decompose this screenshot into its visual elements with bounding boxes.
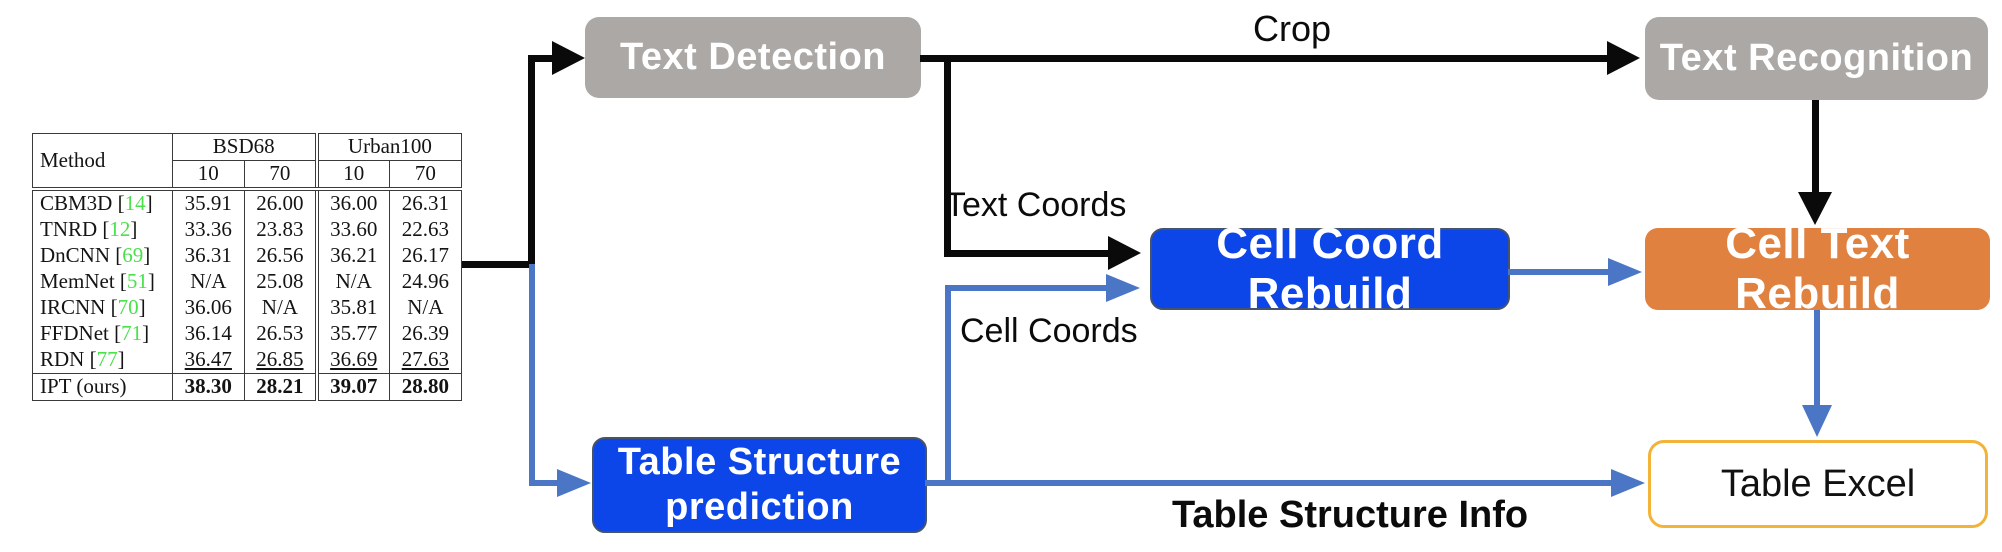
text-detection-label: Text Detection: [619, 36, 886, 78]
cell-coord-rebuild-label: Cell Coord Rebuild: [1216, 219, 1444, 318]
text-recognition-label: Text Recognition: [1659, 37, 1974, 79]
arrowhead-text-rebuild-down-icon: [1802, 405, 1832, 437]
line-into-text-detection: [528, 55, 558, 62]
line-branch-up: [528, 55, 535, 268]
line-table-to-branch: [462, 261, 535, 268]
table-structure-prediction-label: Table Structure prediction: [617, 441, 902, 528]
arrowhead-structure-info-icon: [1611, 469, 1645, 497]
line-structure-info: [925, 480, 1611, 486]
table-excel-box: Table Excel: [1648, 440, 1988, 528]
edge-label-table-structure-info: Table Structure Info: [1172, 494, 1529, 536]
edge-label-cell-coords: Cell Coords: [960, 312, 1138, 350]
citation-ref: 71: [121, 321, 143, 346]
citation-ref: 51: [126, 269, 148, 294]
arrowhead-recognition-down-icon: [1798, 192, 1832, 225]
line-cellcoords-up: [945, 288, 951, 483]
arrowhead-coord-to-text-rebuild-icon: [1608, 258, 1642, 286]
citation-ref: 77: [96, 347, 118, 372]
arrowhead-into-text-detection-icon: [552, 41, 585, 75]
line-text-rebuild-down: [1814, 310, 1820, 405]
line-textcoords-right: [944, 250, 1108, 257]
cell-text-rebuild-label: Cell Text Rebuild: [1725, 219, 1910, 318]
line-recognition-down: [1812, 100, 1819, 192]
citation-ref: 12: [109, 217, 131, 242]
arrowhead-textcoords-icon: [1108, 236, 1141, 270]
cell-text-rebuild-box: Cell Text Rebuild: [1645, 219, 1990, 318]
edge-label-text-coords: Text Coords: [945, 186, 1127, 224]
line-crop: [920, 55, 1608, 62]
edge-label-crop: Crop: [1253, 8, 1332, 49]
line-into-structure-prediction: [529, 480, 559, 486]
line-textcoords-down: [944, 58, 951, 254]
text-detection-box: Text Detection: [585, 17, 921, 98]
arrowhead-into-structure-prediction-icon: [557, 469, 591, 497]
line-coord-to-text-rebuild: [1508, 269, 1608, 275]
arrowhead-cellcoords-icon: [1106, 274, 1140, 302]
arrowhead-crop-icon: [1607, 41, 1640, 75]
citation-ref: 69: [122, 243, 144, 268]
table-structure-prediction-box: Table Structure prediction: [592, 437, 927, 533]
table-excel-label: Table Excel: [1720, 462, 1916, 505]
citation-ref: 70: [117, 295, 139, 320]
text-recognition-box: Text Recognition: [1645, 17, 1988, 100]
line-cellcoords-right: [945, 285, 1106, 291]
line-branch-down: [529, 264, 535, 483]
cell-coord-rebuild-box: Cell Coord Rebuild: [1150, 219, 1510, 318]
citation-ref: 14: [124, 191, 146, 216]
